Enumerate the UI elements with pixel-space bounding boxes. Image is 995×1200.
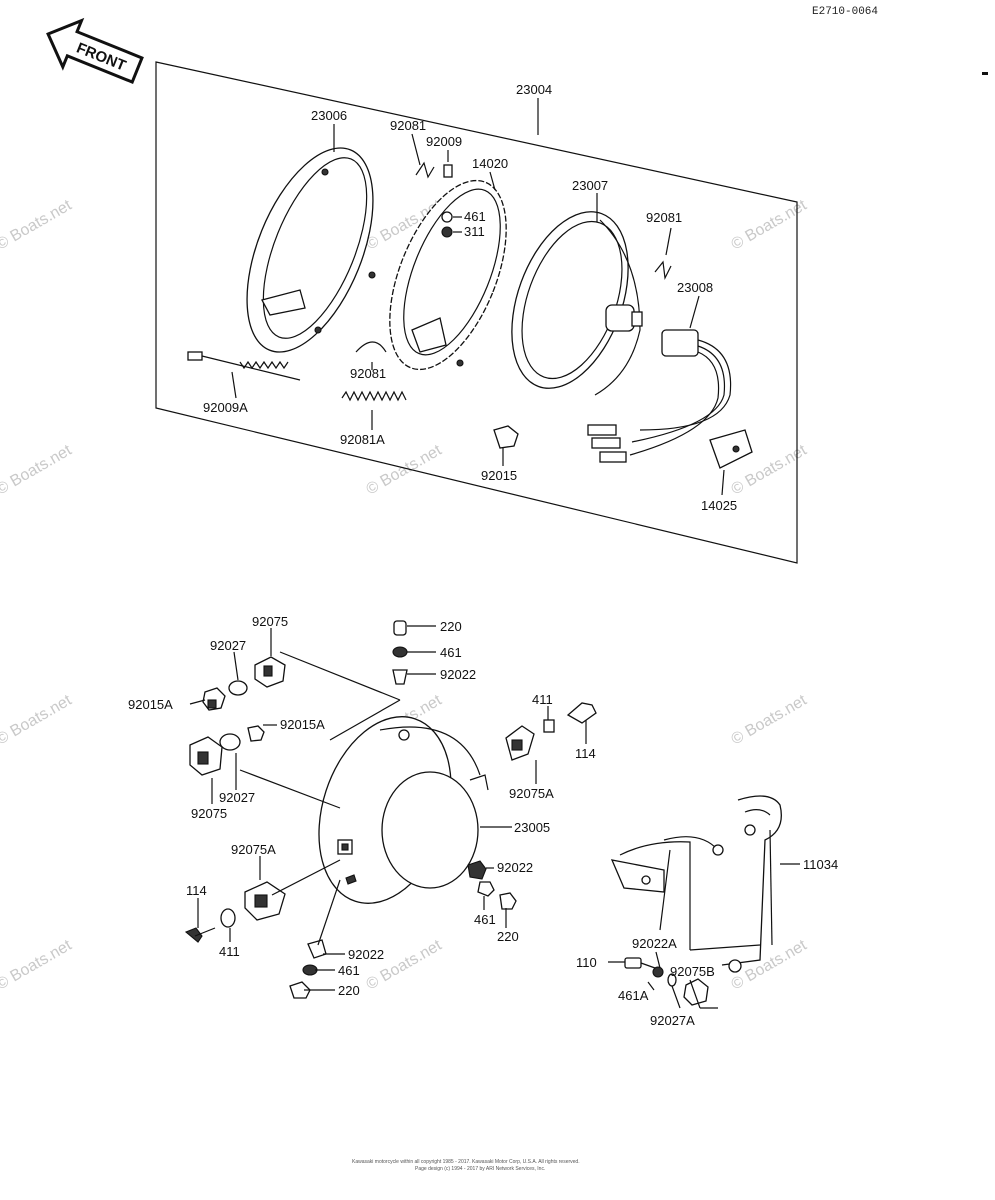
part-label-220[interactable]: 220 — [440, 619, 462, 634]
bolt — [499, 892, 517, 910]
part-label-14020[interactable]: 14020 — [472, 156, 508, 171]
part-label-92022[interactable]: 92022 — [497, 860, 533, 875]
headlight-inner-rim — [389, 179, 507, 371]
copyright-footer: Kawasaki motorcycle within all copyright… — [352, 1159, 580, 1165]
collar — [392, 669, 408, 685]
part-label-23007[interactable]: 23007 — [572, 178, 608, 193]
collar — [467, 860, 487, 880]
collar — [307, 939, 327, 959]
bolt — [566, 702, 597, 724]
part-label-11034[interactable]: 11034 — [803, 857, 838, 872]
watermark: © Boats.net — [0, 692, 75, 749]
part-label-14025[interactable]: 14025 — [701, 498, 737, 513]
watermark: © Boats.net — [0, 197, 75, 254]
diagram-reference-code: E2710-0064 — [812, 6, 878, 18]
part-label-92081[interactable]: 92081 — [350, 366, 386, 381]
sealed-beam-unit — [511, 211, 643, 396]
part-label-23008[interactable]: 23008 — [677, 280, 713, 295]
nut — [493, 425, 519, 449]
part-label-92015[interactable]: 92015 — [481, 468, 517, 483]
part-label-92015A[interactable]: 92015A — [128, 697, 173, 712]
part-label-114[interactable]: 114 — [575, 746, 596, 761]
watermark: © Boats.net — [364, 937, 446, 994]
headlight-rim — [246, 147, 376, 353]
spring-clip — [355, 341, 387, 353]
part-label-92009[interactable]: 92009 — [426, 134, 462, 149]
part-label-23005[interactable]: 23005 — [514, 820, 550, 835]
watermark: © Boats.net — [729, 197, 811, 254]
part-label-92081[interactable]: 92081 — [646, 210, 682, 225]
part-label-461[interactable]: 461 — [338, 963, 360, 978]
headlight-housing — [318, 716, 489, 904]
part-label-461[interactable]: 461 — [474, 912, 496, 927]
part-label-92022[interactable]: 92022 — [348, 947, 384, 962]
part-label-92015A[interactable]: 92015A — [280, 717, 325, 732]
part-label-110[interactable]: 110 — [576, 955, 597, 970]
part-label-92027[interactable]: 92027 — [219, 790, 255, 805]
part-label-92009A[interactable]: 92009A — [203, 400, 248, 415]
part-label-461A[interactable]: 461A — [618, 988, 649, 1003]
washer — [441, 211, 453, 223]
leader-lines-top — [231, 98, 725, 496]
leader-lines-bottom — [189, 625, 800, 1009]
bolt — [184, 927, 203, 943]
washer — [392, 646, 408, 658]
part-label-92022[interactable]: 92022 — [440, 667, 476, 682]
part-label-92075A[interactable]: 92075A — [231, 842, 276, 857]
wire-cap — [709, 429, 753, 469]
long-bolt — [187, 351, 301, 381]
washer — [220, 908, 236, 928]
part-label-92075[interactable]: 92075 — [191, 806, 227, 821]
copyright-footer-sub: Page design (c) 1994 - 2017 by ARI Netwo… — [415, 1166, 545, 1172]
screw — [443, 164, 453, 178]
part-label-92075B[interactable]: 92075B — [670, 964, 715, 979]
watermark: © Boats.net — [0, 937, 75, 994]
part-label-23004[interactable]: 23004 — [516, 82, 552, 97]
part-label-411[interactable]: 411 — [532, 692, 553, 707]
bolt — [393, 620, 407, 636]
bolt — [624, 957, 642, 969]
part-label-92027[interactable]: 92027 — [210, 638, 246, 653]
part-label-411[interactable]: 411 — [219, 944, 240, 959]
part-label-220[interactable]: 220 — [338, 983, 360, 998]
part-label-92075[interactable]: 92075 — [252, 614, 288, 629]
part-label-92022A[interactable]: 92022A — [632, 936, 677, 951]
margin-mark — [982, 72, 988, 75]
bolt — [289, 981, 311, 999]
left-mount-hardware — [189, 656, 286, 776]
nut — [441, 226, 453, 238]
part-label-461[interactable]: 461 — [464, 209, 486, 224]
watermark: © Boats.net — [0, 442, 75, 499]
part-label-220[interactable]: 220 — [497, 929, 519, 944]
part-label-92075A[interactable]: 92075A — [509, 786, 554, 801]
part-label-114[interactable]: 114 — [186, 883, 207, 898]
part-label-92081A[interactable]: 92081A — [340, 432, 385, 447]
washer — [302, 964, 318, 976]
headlight-socket-wiring — [587, 329, 732, 463]
spring-clip — [415, 161, 435, 179]
watermark: © Boats.net — [729, 692, 811, 749]
washer — [652, 966, 664, 978]
spring-clip — [654, 260, 672, 281]
adjusting-spring — [341, 390, 407, 402]
rubber-grommet — [683, 978, 709, 1006]
front-arrow-icon: FRONT — [46, 17, 144, 84]
part-label-92081[interactable]: 92081 — [390, 118, 426, 133]
part-label-461[interactable]: 461 — [440, 645, 462, 660]
part-label-92027A[interactable]: 92027A — [650, 1013, 695, 1028]
watermark: © Boats.net — [364, 442, 446, 499]
part-label-23006[interactable]: 23006 — [311, 108, 347, 123]
headlight-bracket — [610, 795, 782, 973]
headlight-unit-outline — [155, 61, 798, 564]
part-label-311[interactable]: 311 — [464, 224, 485, 239]
washer — [543, 719, 555, 733]
washer — [477, 881, 495, 897]
